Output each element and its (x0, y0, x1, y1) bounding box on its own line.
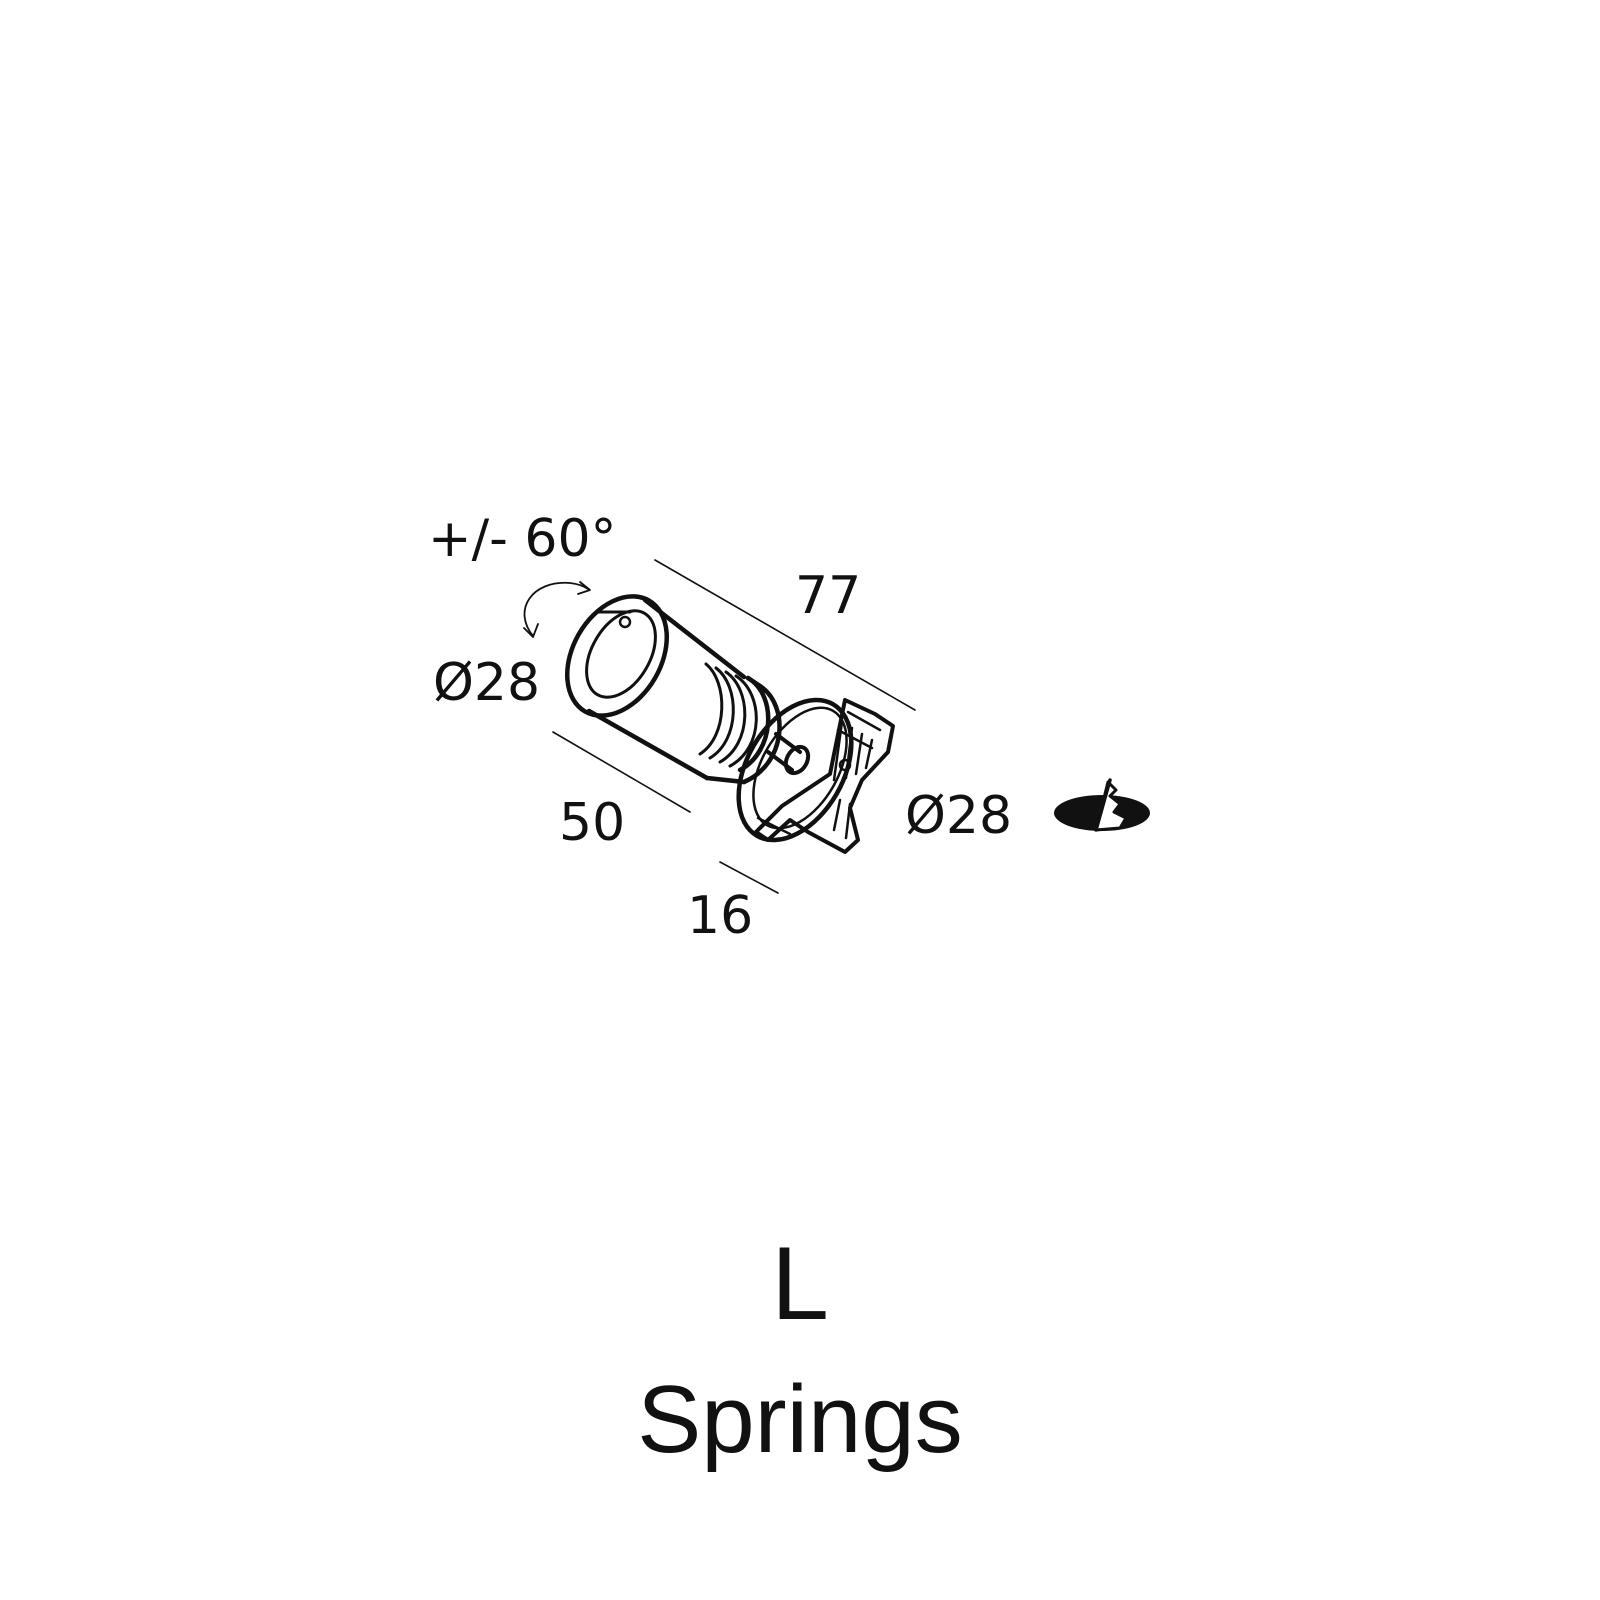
spotlight-head (564, 594, 782, 785)
dim-line-50 (552, 731, 691, 813)
dim-line-16 (719, 861, 779, 894)
pivot-joint (766, 732, 811, 776)
spring-bracket (754, 698, 895, 854)
trim-flange (736, 697, 854, 843)
tilt-angle-label: +/- 60° (428, 509, 617, 569)
dim-line-77 (654, 559, 916, 711)
head-length-label: 50 (559, 793, 626, 853)
recessed-cutout-icon (1054, 778, 1150, 832)
cutout-diameter-label: Ø28 (905, 786, 1013, 846)
head-diameter-label: Ø28 (433, 653, 541, 713)
model-size-label: L (771, 1226, 829, 1342)
mounting-type-label: Springs (637, 1366, 963, 1473)
total-length-label: 77 (795, 566, 862, 626)
rotation-arrow-icon (523, 581, 591, 638)
base-length-label: 16 (687, 886, 754, 946)
